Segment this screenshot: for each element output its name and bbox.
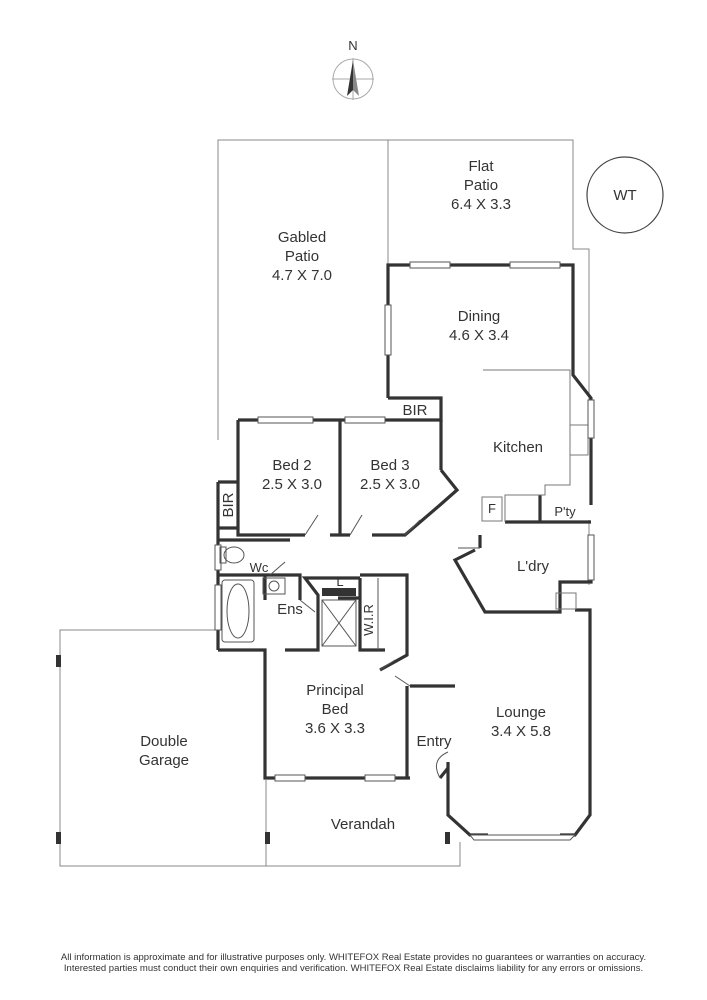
verandah-label: Verandah xyxy=(331,816,395,833)
linen-label: L xyxy=(336,574,343,589)
toilet xyxy=(223,546,245,564)
north-arrow-icon xyxy=(347,60,353,96)
ensuite-label: Ens xyxy=(277,601,303,618)
water-tank-label: WT xyxy=(613,187,636,204)
compass-north-label: N xyxy=(348,38,357,53)
garage-markers xyxy=(56,655,450,844)
garage-label-2: Garage xyxy=(139,752,189,769)
vanity xyxy=(262,577,286,595)
fridge-label: F xyxy=(488,501,496,516)
flat-patio-dims: 6.4 X 3.3 xyxy=(451,196,511,213)
kitchen-sink xyxy=(569,424,589,456)
water-tank xyxy=(586,156,664,234)
dining-dims: 4.6 X 3.4 xyxy=(449,327,509,344)
disclaimer: All information is approximate and for i… xyxy=(0,952,707,974)
dining-label: Dining xyxy=(458,308,501,325)
room-labels: Flat Patio 6.4 X 3.3 Gabled Patio 4.7 X … xyxy=(139,158,637,833)
laundry-label: L'dry xyxy=(517,558,550,575)
gabled-patio-dims: 4.7 X 7.0 xyxy=(272,267,332,284)
bir-top-label: BIR xyxy=(402,402,427,419)
lounge-label: Lounge xyxy=(496,704,546,721)
linen-cupboard-fill xyxy=(322,588,356,596)
bed3-dims: 2.5 X 3.0 xyxy=(360,476,420,493)
wir-label: W.I.R xyxy=(361,604,376,636)
disclaimer-line-2: Interested parties must conduct their ow… xyxy=(63,963,644,974)
kitchen-bench xyxy=(481,369,589,610)
kitchen-label: Kitchen xyxy=(493,439,543,456)
fridge-box xyxy=(481,496,503,522)
garage-label: Double xyxy=(140,733,188,750)
disclaimer-line-1: All information is approximate and for i… xyxy=(60,952,647,963)
bed2-label: Bed 2 xyxy=(272,457,311,474)
principal-bed-label-2: Bed xyxy=(322,701,349,718)
wc-label: Wc xyxy=(250,560,269,575)
principal-bed-label: Principal xyxy=(306,682,364,699)
pantry-label: P'ty xyxy=(554,504,576,519)
door-swings xyxy=(269,514,480,779)
walls xyxy=(216,263,593,837)
bir-side-label: BIR xyxy=(220,492,237,517)
principal-bed-dims: 3.6 X 3.3 xyxy=(305,720,365,737)
windows xyxy=(214,261,595,841)
flat-patio-label-2: Patio xyxy=(464,177,498,194)
bed2-dims: 2.5 X 3.0 xyxy=(262,476,322,493)
fixtures xyxy=(219,546,379,650)
gabled-patio-label: Gabled xyxy=(278,229,326,246)
gabled-patio-label-2: Patio xyxy=(285,248,319,265)
entry-label: Entry xyxy=(416,733,452,750)
bathtub xyxy=(221,579,255,643)
bed3-label: Bed 3 xyxy=(370,457,409,474)
shower xyxy=(321,599,357,647)
flat-patio-label: Flat xyxy=(468,158,494,175)
compass: N xyxy=(332,38,374,100)
lounge-dims: 3.4 X 5.8 xyxy=(491,723,551,740)
laundry-tub xyxy=(555,592,577,610)
